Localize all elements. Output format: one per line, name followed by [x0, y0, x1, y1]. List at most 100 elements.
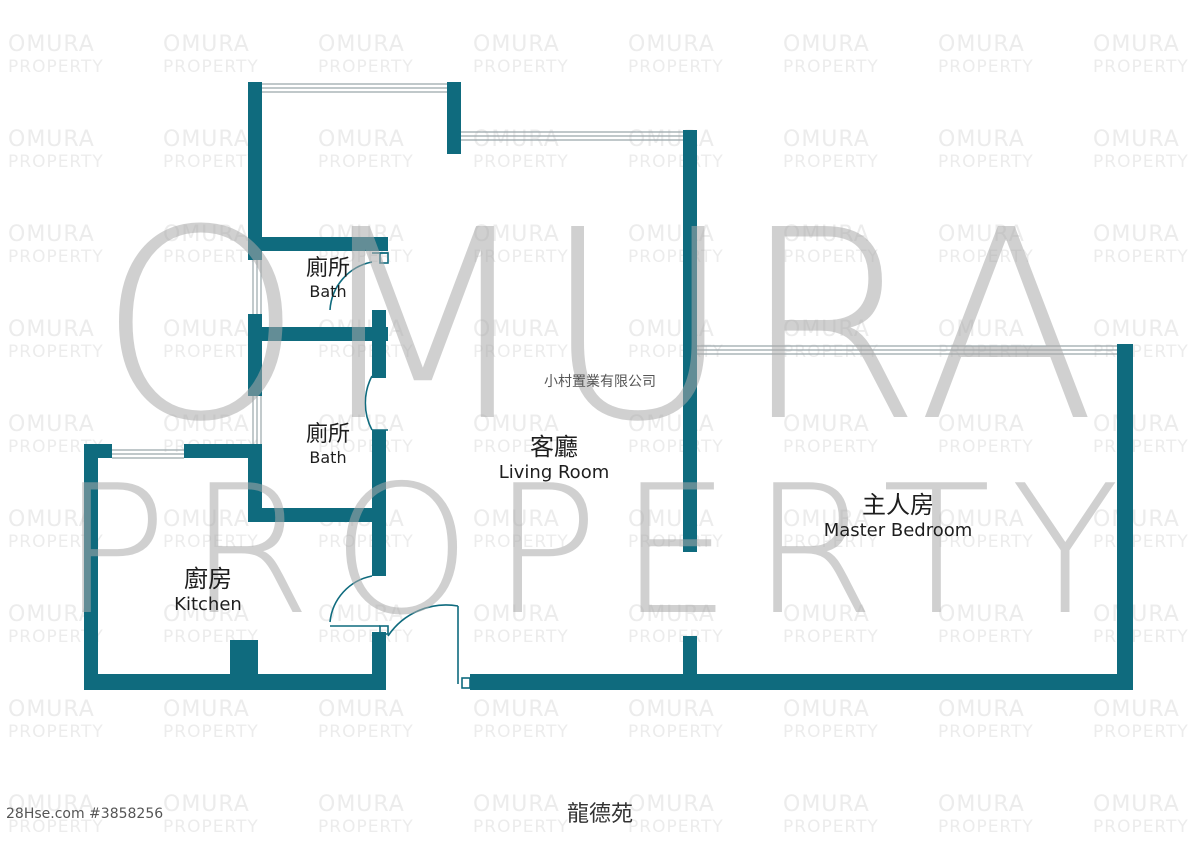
watermark-tile-line1: OMURA — [473, 602, 560, 627]
watermark-tile-line2: PROPERTY — [318, 817, 414, 837]
watermark-tile-line1: OMURA — [783, 317, 870, 342]
watermark-tile-line1: OMURA — [1093, 507, 1180, 532]
watermark-tile-line1: OMURA — [938, 127, 1025, 152]
watermark-tile-line2: PROPERTY — [163, 722, 259, 742]
room-living-cn: 客廳 — [530, 433, 578, 461]
watermark-tile-line1: OMURA — [163, 222, 250, 247]
watermark-tile-line2: PROPERTY — [1093, 342, 1189, 362]
watermark-tile-line1: OMURA — [8, 222, 95, 247]
watermark-tile-line2: PROPERTY — [1093, 437, 1189, 457]
watermark-tile-line2: PROPERTY — [783, 152, 879, 172]
watermark-tile-line2: PROPERTY — [938, 627, 1034, 647]
watermark-tile-line1: OMURA — [473, 32, 560, 57]
watermark-tile-line2: PROPERTY — [783, 57, 879, 77]
watermark-tile-line1: OMURA — [318, 32, 405, 57]
room-kitchen-cn: 廚房 — [184, 565, 232, 593]
watermark-tile-line1: OMURA — [8, 317, 95, 342]
watermark-tile-line2: PROPERTY — [8, 57, 104, 77]
room-bath1-cn: 廁所 — [305, 256, 350, 281]
watermark-tile-line1: OMURA — [783, 32, 870, 57]
watermark-tile-line1: OMURA — [938, 602, 1025, 627]
watermark-tile-line2: PROPERTY — [318, 57, 414, 77]
room-living-label: 客廳 Living Room — [474, 432, 634, 484]
watermark-tile-line1: OMURA — [628, 792, 715, 817]
watermark-tile-line2: PROPERTY — [783, 817, 879, 837]
watermark-tile-line2: PROPERTY — [938, 247, 1034, 267]
watermark-tile-line1: OMURA — [473, 697, 560, 722]
watermark-tile-line1: OMURA — [628, 32, 715, 57]
watermark-tile-line2: PROPERTY — [628, 627, 724, 647]
watermark-tile-line1: OMURA — [8, 602, 95, 627]
watermark-tile-line1: OMURA — [8, 792, 95, 817]
watermark-tile-line2: PROPERTY — [938, 437, 1034, 457]
room-kitchen-label: 廚房 Kitchen — [148, 564, 268, 616]
watermark-tile-line2: PROPERTY — [783, 342, 879, 362]
watermark-tile-line1: OMURA — [163, 792, 250, 817]
watermark-tile-line2: PROPERTY — [473, 152, 569, 172]
watermark-tile-line1: OMURA — [318, 697, 405, 722]
watermark-tile-line2: PROPERTY — [163, 817, 259, 837]
watermark-tile-line2: PROPERTY — [783, 722, 879, 742]
watermark-company: 小村置業有限公司 — [544, 374, 656, 390]
watermark-tile-line1: OMURA — [163, 127, 250, 152]
watermark-tile-line1: OMURA — [783, 127, 870, 152]
watermark-tile-line1: OMURA — [318, 602, 405, 627]
room-bath2-en: Bath — [309, 448, 347, 467]
watermark-tile-line2: PROPERTY — [473, 342, 569, 362]
watermark-tile-line2: PROPERTY — [783, 437, 879, 457]
watermark-tile-line1: OMURA — [938, 697, 1025, 722]
watermark-tile-line1: OMURA — [8, 412, 95, 437]
watermark-tile-line1: OMURA — [8, 127, 95, 152]
room-master-label: 主人房 Master Bedroom — [798, 490, 998, 542]
watermark-tile-line1: OMURA — [473, 507, 560, 532]
watermark-tile-line2: PROPERTY — [1093, 817, 1189, 837]
watermark-tile-line2: PROPERTY — [318, 342, 414, 362]
watermark-tile-line1: OMURA — [783, 602, 870, 627]
watermark-tile-line2: PROPERTY — [783, 247, 879, 267]
watermark-tile-line1: OMURA — [938, 222, 1025, 247]
watermark-tile-line2: PROPERTY — [473, 722, 569, 742]
watermark-tile-line2: PROPERTY — [473, 627, 569, 647]
watermark-tile-line1: OMURA — [8, 697, 95, 722]
windows — [112, 83, 1117, 459]
watermark-tile-line2: PROPERTY — [628, 817, 724, 837]
watermark-big-line2: PROPERTY — [60, 447, 1140, 654]
watermark-tile-line1: OMURA — [1093, 32, 1180, 57]
watermark-tile-line2: PROPERTY — [473, 817, 569, 837]
watermark-tile-line2: PROPERTY — [1093, 722, 1189, 742]
watermark-tile-line2: PROPERTY — [783, 627, 879, 647]
watermark-tile-line2: PROPERTY — [938, 817, 1034, 837]
watermark-tile-line1: OMURA — [783, 412, 870, 437]
watermark-tile-line1: OMURA — [163, 697, 250, 722]
watermark-tile-line2: PROPERTY — [628, 437, 724, 457]
watermark-big-line1: OMURA — [97, 174, 1103, 479]
watermark-tile-line2: PROPERTY — [1093, 152, 1189, 172]
watermark-tile-line2: PROPERTY — [318, 627, 414, 647]
room-master-en: Master Bedroom — [823, 520, 973, 541]
watermark-tile-line1: OMURA — [163, 602, 250, 627]
watermark-tile-line1: OMURA — [938, 507, 1025, 532]
watermark-tile-line2: PROPERTY — [318, 532, 414, 552]
